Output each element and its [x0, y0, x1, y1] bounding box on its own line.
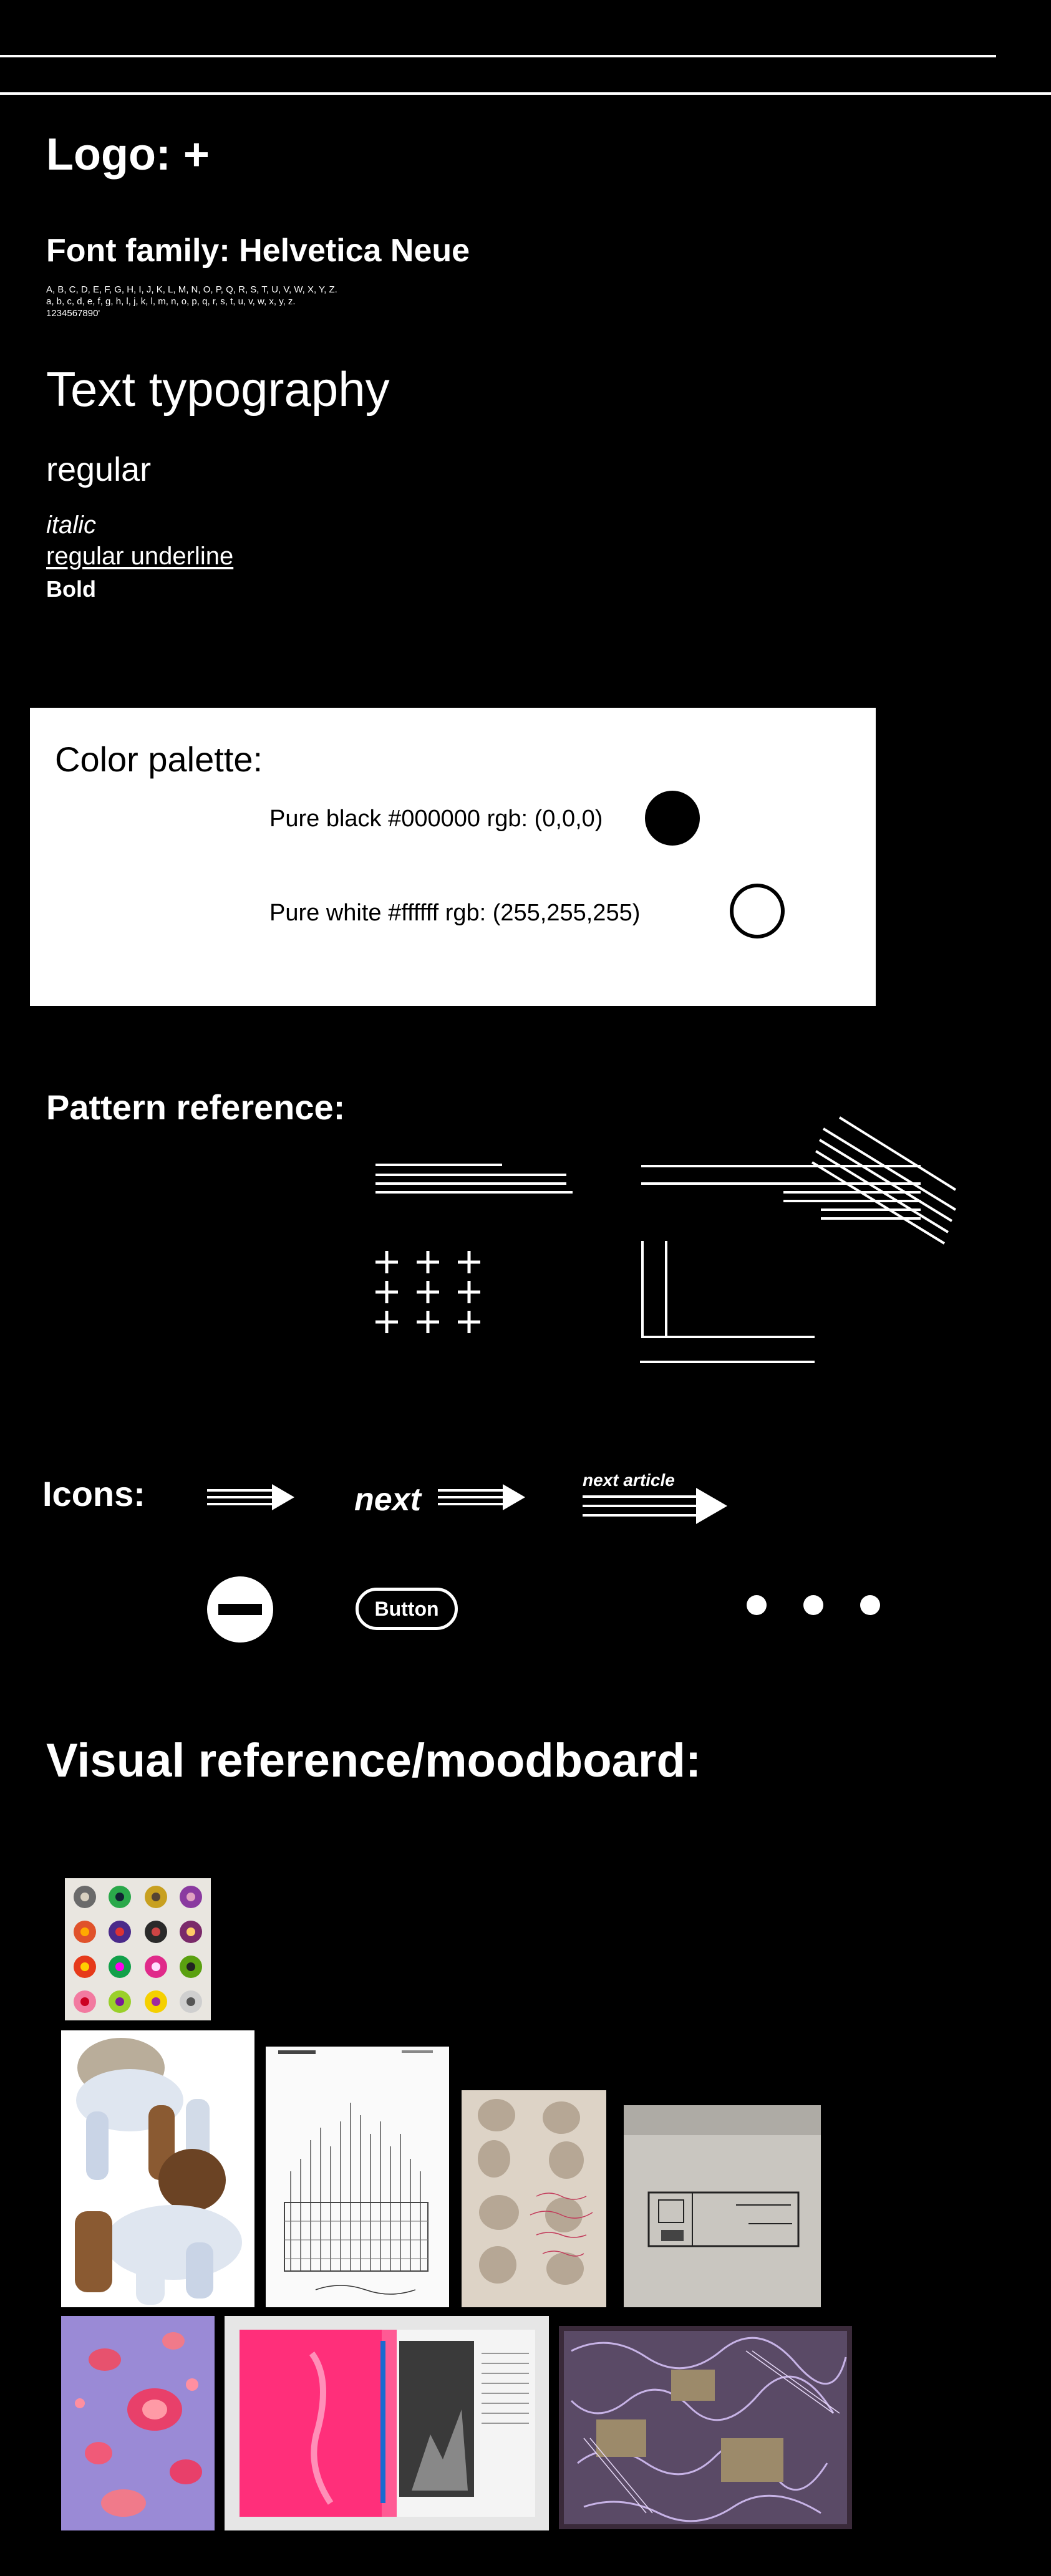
sculpture-image — [61, 2030, 254, 2307]
icons-heading: Icons: — [42, 1474, 145, 1513]
next-arrow-icon[interactable] — [437, 1483, 526, 1512]
more-dots-icon-1[interactable] — [747, 1595, 767, 1615]
second-rule — [0, 92, 1051, 95]
moodboard-heading: Visual reference/moodboard: — [46, 1734, 702, 1787]
lines-pattern-icon — [375, 1164, 573, 1194]
pattern-reference-heading: Pattern reference: — [46, 1088, 346, 1127]
italic-sample: italic — [46, 511, 97, 539]
minus-circle-icon[interactable] — [207, 1576, 273, 1643]
next-label[interactable]: next — [354, 1482, 421, 1518]
logo-heading: Logo: + — [46, 130, 210, 180]
specimen-digits: 1234567890' — [46, 308, 100, 319]
more-dots-icon-3[interactable] — [860, 1595, 880, 1615]
white-swatch-label: Pure white #ffffff rgb: (255,255,255) — [269, 900, 641, 926]
next-article-arrow-icon[interactable] — [581, 1487, 729, 1525]
purple-collage-image — [559, 2326, 852, 2529]
more-dots-icon-2[interactable] — [803, 1595, 823, 1615]
arrow-right-icon[interactable] — [206, 1483, 296, 1512]
plaster-mold-image — [462, 2090, 606, 2307]
black-swatch-label: Pure black #000000 rgb: (0,0,0) — [269, 806, 603, 832]
text-typography-heading: Text typography — [46, 362, 390, 417]
bold-sample: Bold — [46, 576, 96, 602]
cathedral-sketch-image — [266, 2047, 449, 2307]
color-palette-panel: Color palette: Pure black #000000 rgb: (… — [30, 708, 876, 1006]
color-palette-heading: Color palette: — [55, 740, 263, 779]
pink-magazine-image — [225, 2316, 549, 2530]
plus-grid-pattern-icon — [375, 1251, 480, 1333]
font-family-heading: Font family: Helvetica Neue — [46, 233, 470, 269]
corner-lines-pattern-icon — [640, 1241, 815, 1363]
button-pill[interactable]: Button — [356, 1588, 458, 1630]
white-swatch — [730, 884, 785, 938]
underline-sample[interactable]: regular underline — [46, 543, 234, 570]
flower-grid-image — [65, 1878, 211, 2020]
top-rule — [0, 55, 996, 57]
black-swatch — [645, 791, 700, 846]
specimen-lowercase: a, b, c, d, e, f, g, h, l, j, k, l, m, n… — [46, 296, 296, 307]
next-article-label[interactable]: next article — [583, 1470, 675, 1490]
regular-sample: regular — [46, 451, 152, 488]
font-specimen: A, B, C, D, E, F, G, H, I, J, K, L, M, N… — [46, 284, 337, 319]
pink-purple-texture-image — [61, 2316, 215, 2530]
diagonal-lines-pattern-icon — [641, 1116, 957, 1245]
specimen-uppercase: A, B, C, D, E, F, G, H, I, J, K, L, M, N… — [46, 284, 337, 295]
floorplan-image — [624, 2105, 821, 2307]
